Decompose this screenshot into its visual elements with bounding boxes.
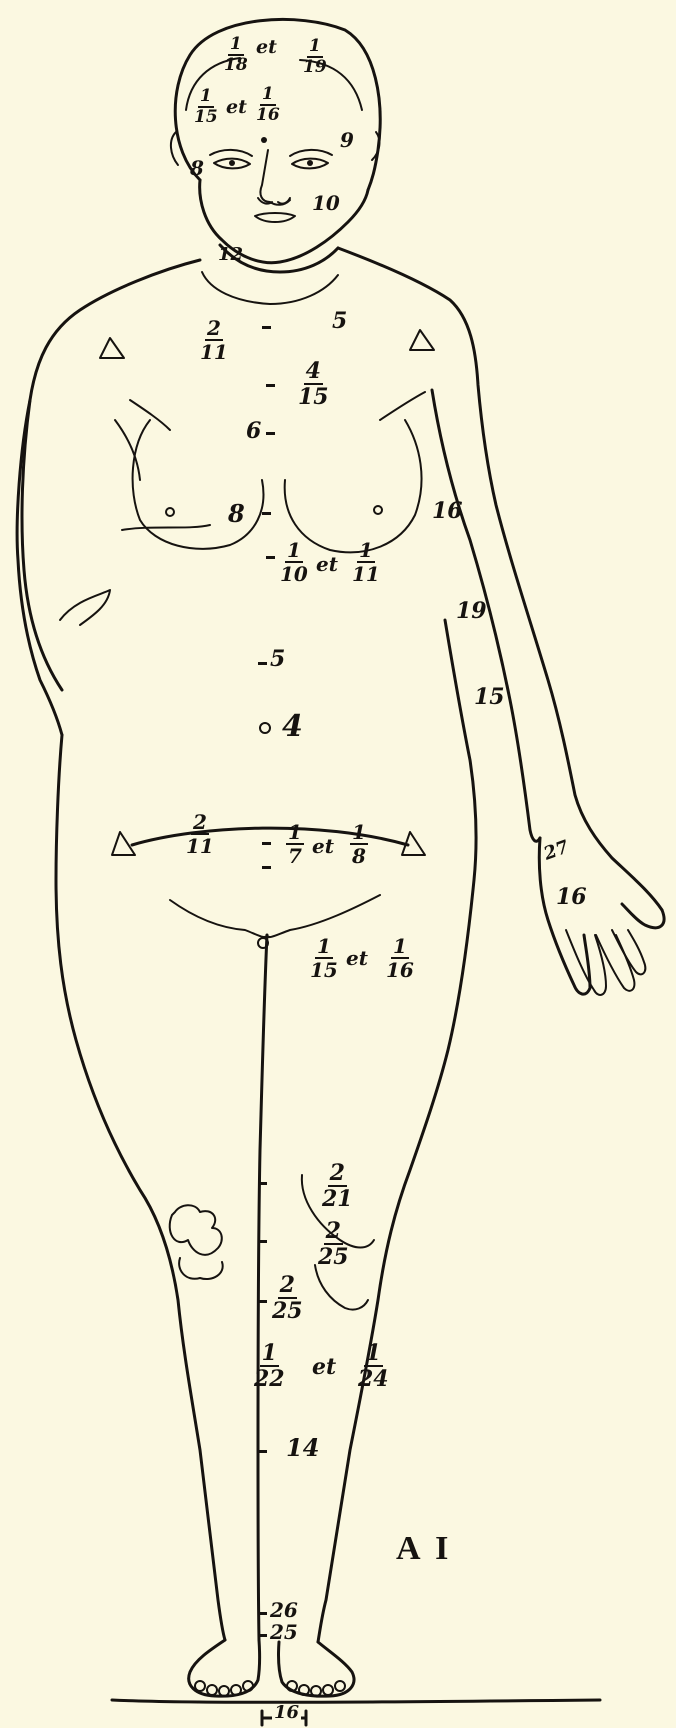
sternum-den: 15 bbox=[298, 385, 329, 408]
hand-label: 16 bbox=[556, 886, 587, 908]
knee-label: 2 25 bbox=[272, 1274, 303, 1322]
thigh-tick-a bbox=[258, 1182, 267, 1185]
hip-et: et bbox=[312, 836, 334, 856]
below-breast-label-a: 1 10 bbox=[280, 540, 308, 584]
chin-label: 12 bbox=[218, 246, 243, 264]
plate-label: A I bbox=[396, 1530, 452, 1568]
waist-label: 5 bbox=[270, 648, 285, 670]
hip-fraction-num-b: 1 bbox=[350, 822, 368, 845]
below-breast-den-b: 11 bbox=[352, 563, 380, 584]
ankle-label-a: 26 bbox=[270, 1600, 298, 1620]
hip-num: 2 bbox=[191, 812, 209, 835]
sternum-label: 4 15 bbox=[298, 360, 329, 408]
knee-num: 2 bbox=[278, 1274, 297, 1299]
thigh-label-a: 2 21 bbox=[322, 1162, 353, 1210]
crown-num-left: 1 bbox=[228, 36, 244, 56]
body-outline bbox=[17, 248, 664, 1642]
feet bbox=[189, 1640, 354, 1696]
cheek-label: 10 bbox=[312, 193, 340, 213]
breast-line-tick bbox=[262, 512, 271, 515]
foot-width-label: 16 bbox=[272, 1704, 301, 1722]
breast-line-label: 8 bbox=[228, 502, 245, 526]
thigh-den-a: 21 bbox=[322, 1187, 353, 1210]
knee-tick bbox=[258, 1300, 267, 1303]
left-arm bbox=[22, 400, 210, 690]
neck-label: 5 bbox=[332, 310, 347, 332]
upper-arm-label: 16 bbox=[432, 500, 463, 522]
elbow-label: 19 bbox=[456, 600, 487, 622]
crown-num-right: 1 bbox=[307, 38, 323, 58]
pubis-den-a: 15 bbox=[310, 959, 338, 980]
waist-tick bbox=[258, 662, 267, 665]
pubis-num-b: 1 bbox=[391, 936, 409, 959]
calf-den-a: 22 bbox=[254, 1367, 285, 1390]
calf-num-a: 1 bbox=[260, 1342, 279, 1367]
calf-et: et bbox=[312, 1356, 336, 1378]
brow-num-left: 1 bbox=[198, 88, 214, 108]
calf-label-b: 1 24 bbox=[358, 1342, 389, 1390]
hip-tick-upper bbox=[262, 842, 271, 845]
ankle-label-b: 25 bbox=[270, 1622, 298, 1642]
navel-label: 4 bbox=[282, 712, 303, 742]
hip-den: 11 bbox=[186, 835, 214, 856]
below-breast-den-a: 10 bbox=[280, 563, 308, 584]
hip-fraction-num-a: 1 bbox=[286, 822, 304, 845]
calf-num-b: 1 bbox=[364, 1342, 383, 1367]
sternum-num: 4 bbox=[304, 360, 323, 385]
hip-fraction-den-b: 8 bbox=[352, 845, 366, 866]
thigh-tick-b bbox=[258, 1240, 267, 1243]
hip-tick-lower bbox=[262, 866, 271, 869]
breast-upper-tick bbox=[266, 432, 275, 435]
brow-num-right: 1 bbox=[260, 86, 276, 106]
crown-label-right: 1 19 bbox=[303, 38, 327, 76]
shoulder-num: 2 bbox=[205, 318, 223, 341]
pubis-num-a: 1 bbox=[315, 936, 333, 959]
pubis-den-b: 16 bbox=[386, 959, 414, 980]
temple-label-right: 9 bbox=[340, 130, 354, 150]
brow-label-right: 1 16 bbox=[256, 86, 280, 124]
brow-den-right: 16 bbox=[256, 106, 280, 124]
hip-label: 2 11 bbox=[186, 812, 214, 856]
calf-den-b: 24 bbox=[358, 1367, 389, 1390]
pubis-label-a: 1 15 bbox=[310, 936, 338, 980]
brow-den-left: 15 bbox=[194, 108, 218, 126]
forearm-label: 15 bbox=[474, 686, 505, 708]
below-breast-label-b: 1 11 bbox=[352, 540, 380, 584]
below-breast-tick bbox=[266, 556, 275, 559]
neck-tick bbox=[262, 326, 271, 329]
pubis-et: et bbox=[346, 948, 368, 968]
calf-label-a: 1 22 bbox=[254, 1342, 285, 1390]
crown-et: et bbox=[256, 38, 277, 57]
thigh-label-b: 2 25 bbox=[318, 1220, 349, 1268]
hip-fraction-a: 1 7 bbox=[286, 822, 304, 866]
below-breast-et: et bbox=[316, 554, 338, 574]
temple-label-left: 8 bbox=[190, 158, 204, 178]
thigh-den-b: 25 bbox=[318, 1245, 349, 1268]
ankle-tick-a bbox=[258, 1612, 267, 1615]
shin-label: 14 bbox=[286, 1436, 319, 1460]
breast-upper-label: 6 bbox=[246, 420, 261, 442]
sternum-tick bbox=[266, 384, 275, 387]
crown-den-left: 18 bbox=[224, 56, 248, 74]
hip-fraction-den-a: 7 bbox=[288, 845, 302, 866]
abdomen-marks bbox=[100, 330, 434, 855]
ground-line bbox=[112, 1700, 600, 1725]
brow-et: et bbox=[226, 98, 247, 117]
crown-label-left: 1 18 bbox=[224, 36, 248, 74]
brow-label-left: 1 15 bbox=[194, 88, 218, 126]
pubis-label-b: 1 16 bbox=[386, 936, 414, 980]
shin-tick bbox=[258, 1450, 267, 1453]
thigh-num-b: 2 bbox=[324, 1220, 343, 1245]
ankle-tick-b bbox=[258, 1634, 267, 1637]
shoulder-den: 11 bbox=[200, 341, 228, 362]
hip-fraction-b: 1 8 bbox=[350, 822, 368, 866]
crown-den-right: 19 bbox=[303, 58, 327, 76]
thigh-num-a: 2 bbox=[328, 1162, 347, 1187]
below-breast-num-a: 1 bbox=[285, 540, 303, 563]
knee-den: 25 bbox=[272, 1299, 303, 1322]
below-breast-num-b: 1 bbox=[357, 540, 375, 563]
shoulder-label: 2 11 bbox=[200, 318, 228, 362]
